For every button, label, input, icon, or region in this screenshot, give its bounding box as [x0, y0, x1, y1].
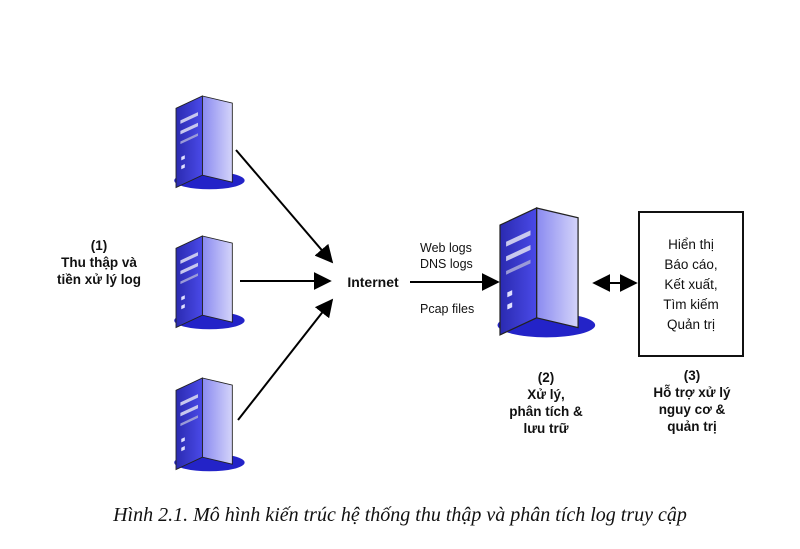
server-icon [173, 235, 246, 330]
group3-label: (3) Hỗ trợ xử lý nguy cơ & quản trị [624, 367, 760, 435]
box-item: Tìm kiếm [663, 297, 719, 312]
group2-label: (2) Xử lý, phân tích & lưu trữ [488, 369, 604, 437]
box-item: Kết xuất, [664, 277, 718, 292]
box-item: Hiển thị [668, 237, 714, 252]
server-icon [173, 377, 246, 472]
output-functions-box: Hiển thị Báo cáo, Kết xuất, Tìm kiếm Quả… [638, 211, 744, 357]
group2-line1: Xử lý, [527, 387, 565, 402]
web-logs-label: Web logs [420, 241, 472, 255]
group1-line2: tiền xử lý log [56, 272, 142, 287]
dns-logs-label: DNS logs [420, 257, 473, 271]
pcap-files-label: Pcap files [420, 302, 475, 316]
box-item: Báo cáo, [664, 257, 718, 272]
group3-line3: quản trị [667, 419, 717, 434]
group1-line1: Thu thập và [61, 255, 137, 270]
group2-line3: lưu trữ [523, 421, 569, 436]
group2-line2: phân tích & [509, 404, 583, 419]
group3-line1: Hỗ trợ xử lý [653, 385, 731, 400]
figure-caption: Hình 2.1. Mô hình kiến trúc hệ thống thu… [113, 504, 687, 526]
group3-line2: nguy cơ & [658, 402, 726, 417]
server-icon [173, 95, 246, 190]
group2-number: (2) [537, 370, 555, 385]
internet-label: Internet [347, 274, 399, 290]
group1-number: (1) [90, 238, 108, 253]
arrow-bottom-to-internet [237, 298, 334, 421]
group1-label: (1) Thu thập và tiền xử lý log [34, 237, 164, 288]
box-item: Quản trị [666, 317, 716, 332]
group3-number: (3) [683, 368, 701, 383]
arrow-top-to-internet [235, 149, 334, 264]
server-icon [496, 207, 596, 338]
